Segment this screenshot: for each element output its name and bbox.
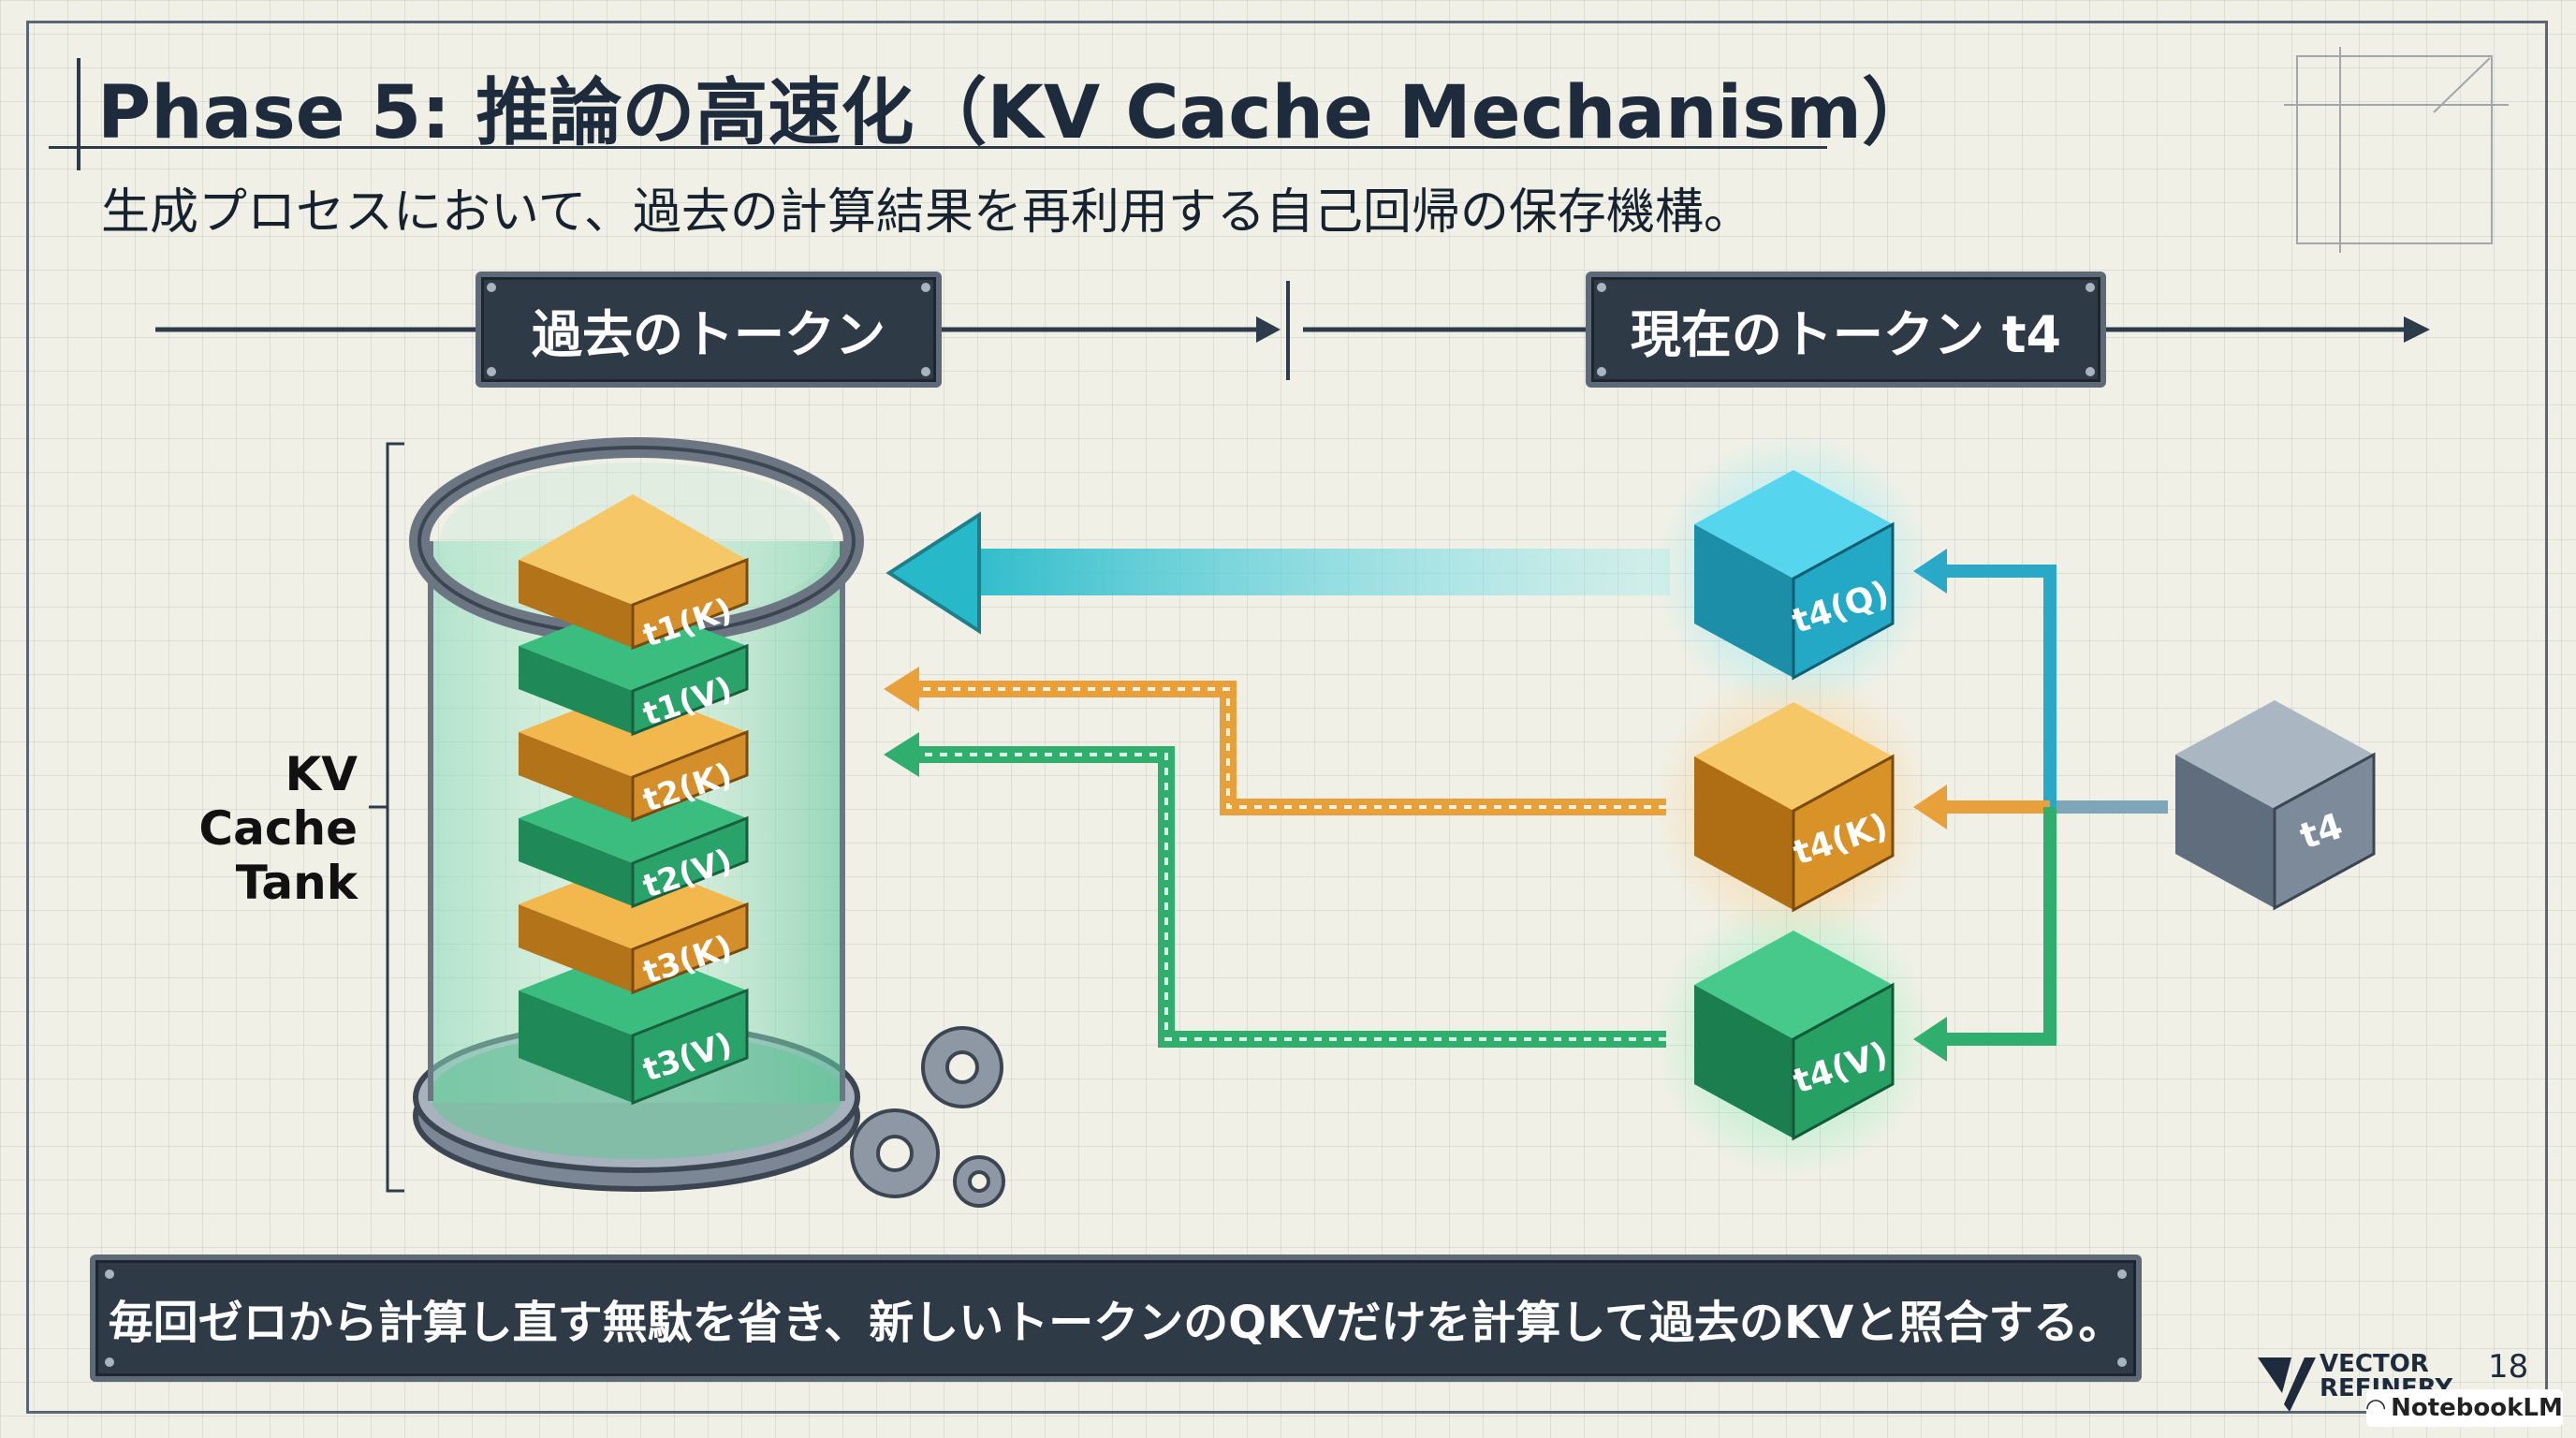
timeline xyxy=(155,281,2430,380)
tank-block-stack: t3(V) t3(K) t2(V) t2(K) t1(V) xyxy=(519,494,749,1106)
key-arrow xyxy=(884,667,1666,815)
blueprint-sketch xyxy=(2284,47,2509,253)
tank-label-line2: Tank xyxy=(235,856,358,910)
title-underline xyxy=(49,146,1827,149)
cube-t4-value: t4(V) xyxy=(1694,931,1895,1141)
current-token-plate: 現在のトークン t4 xyxy=(1586,271,2106,388)
footer-note-plate: 毎回ゼロから計算し直す無駄を省き、新しいトークンのQKVだけを計算して過去のKV… xyxy=(90,1255,2142,1382)
page-subtitle: 生成プロセスにおいて、過去の計算結果を再利用する自己回帰の保存機構。 xyxy=(101,184,1752,241)
current-token-label: 現在のトークン t4 xyxy=(1630,304,2062,364)
past-tokens-plate: 過去のトークン xyxy=(476,271,942,388)
past-tokens-label: 過去のトークン xyxy=(532,304,886,364)
query-arrow xyxy=(886,511,1670,635)
tank-bracket xyxy=(369,442,404,1193)
brand-line1: VECTOR xyxy=(2320,1350,2429,1378)
kv-cache-tank-label: KV Cache Tank xyxy=(112,747,358,910)
page-title: Phase 5: 推論の高速化（KV Cache Mechanism） xyxy=(97,71,1935,155)
tank-label-line1: KV Cache xyxy=(198,747,358,856)
cube-t4-key: t4(K) xyxy=(1694,702,1895,913)
title-accent-bar xyxy=(77,58,80,170)
vector-refinery-logo-icon xyxy=(2258,1357,2316,1412)
footer-note-text: 毎回ゼロから計算し直す無駄を省き、新しいトークンのQKVだけを計算して過去のKV… xyxy=(108,1297,2124,1349)
notebooklm-icon: ◠ xyxy=(2366,1394,2386,1422)
page-number: 18 xyxy=(2488,1348,2529,1386)
value-arrow xyxy=(884,732,1666,1048)
projection-branch xyxy=(1913,549,2168,1062)
cube-t4-source: t4 xyxy=(2175,700,2376,911)
cube-t4-query: t4(Q) xyxy=(1694,470,1895,681)
notebooklm-watermark: ◠ NotebookLM xyxy=(2366,1389,2563,1427)
gears-icon xyxy=(850,1026,1005,1208)
watermark-text: NotebookLM xyxy=(2391,1394,2563,1422)
